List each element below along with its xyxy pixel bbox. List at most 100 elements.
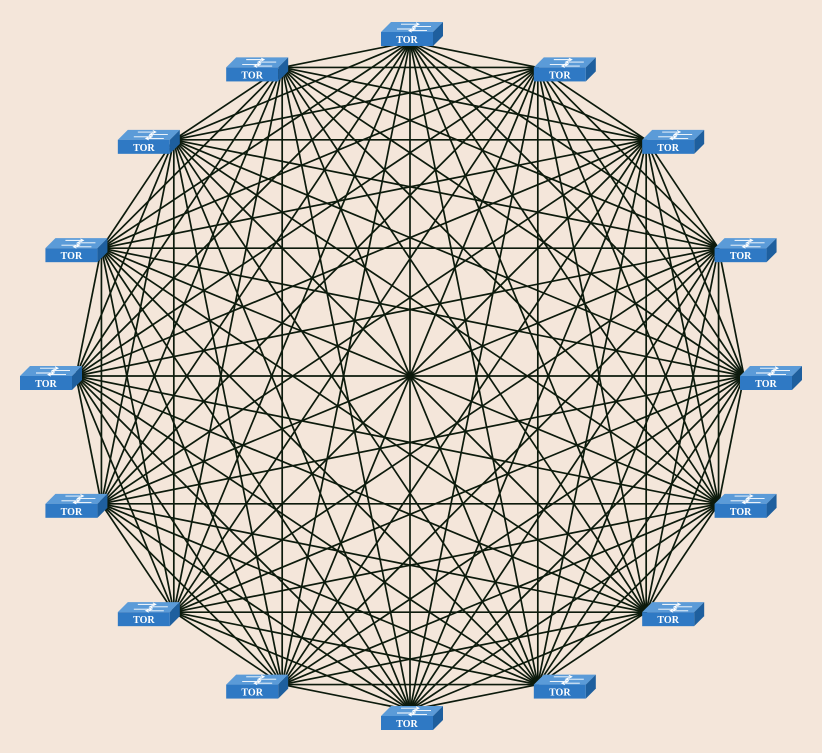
switch-arrow-icon (61, 243, 81, 248)
tor-switch-icon: TOR (740, 366, 802, 390)
switch-arrow-icon (553, 674, 573, 679)
tor-switch-icon: TOR (714, 493, 777, 518)
switch-side-face (433, 22, 443, 46)
tor-switch-icon: TOR (45, 238, 108, 263)
switch-front-face (381, 32, 433, 46)
switch-arrow-icon (407, 28, 427, 33)
switch-arrow-icon (144, 136, 164, 141)
mesh-links (75, 41, 745, 711)
mesh-link (172, 139, 284, 685)
switch-arrow-icon (730, 498, 750, 503)
switch-arrow-icon (246, 57, 266, 62)
switch-top-face (714, 238, 777, 249)
mesh-link (75, 375, 175, 613)
switch-arrow-icon (407, 712, 427, 717)
switch-arrow-icon (397, 27, 417, 31)
switch-arrow-icon (411, 708, 431, 713)
mesh-link (75, 375, 647, 613)
mesh-link (282, 66, 647, 141)
switch-arrow-icon (766, 372, 786, 377)
switch-top-face (533, 57, 596, 68)
mesh-link (100, 503, 411, 711)
switch-arrow-icon (756, 371, 776, 375)
mesh-link (281, 67, 539, 685)
tor-switches: TORTORTORTORTORTORTORTORTORTORTORTORTORT… (20, 22, 802, 730)
switch-top-face (117, 602, 180, 613)
switch-arrow-icon (760, 366, 780, 371)
switch-top-face (714, 493, 777, 504)
switch-arrow-icon (770, 368, 790, 373)
switch-front-face (226, 684, 279, 699)
switch-arrow-icon (257, 677, 277, 682)
switch-arrow-icon (76, 240, 96, 245)
switch-arrow-icon (673, 604, 693, 609)
switch-arrow-icon (658, 134, 678, 139)
mesh-link (100, 247, 283, 685)
switch-front-face (117, 612, 170, 627)
switch-top-face (226, 57, 289, 68)
mesh-link (537, 375, 745, 686)
switch-top-face (642, 602, 705, 613)
switch-arrow-icon (553, 57, 573, 62)
switch-front-face (226, 67, 279, 82)
switch-front-face (45, 248, 98, 263)
mesh-link (100, 503, 175, 613)
switch-arrow-icon (658, 607, 678, 612)
switch-arrow-icon (133, 134, 153, 139)
mesh-link (173, 139, 720, 505)
switch-arrow-icon (50, 368, 70, 373)
mesh-link (100, 247, 647, 613)
switch-arrow-icon (46, 372, 66, 377)
mesh-link (100, 67, 283, 505)
switch-arrow-icon (745, 496, 765, 501)
switch-arrow-icon (76, 496, 96, 501)
switch-arrow-icon (242, 679, 262, 684)
mesh-link (173, 611, 538, 686)
switch-top-face (20, 366, 82, 376)
mesh-link (409, 41, 720, 249)
mesh-link (100, 503, 283, 686)
mesh-link (537, 611, 647, 686)
mesh-link (75, 247, 719, 377)
tor-switch-icon: TOR (117, 129, 180, 154)
mesh-link (717, 375, 745, 504)
switch-side-face (585, 674, 596, 699)
switch-arrow-icon (669, 136, 689, 141)
switch-arrow-icon (401, 706, 421, 711)
mesh-link (645, 248, 720, 613)
tor-switch-icon: TOR (45, 493, 108, 518)
mesh-link (409, 41, 538, 69)
switch-arrow-icon (36, 371, 56, 375)
mesh-link (100, 139, 175, 504)
switch-side-face (169, 602, 180, 627)
switch-arrow-icon (673, 132, 693, 137)
switch-arrow-icon (133, 607, 153, 612)
switch-front-face (45, 503, 98, 518)
switch-side-face (766, 493, 777, 518)
switch-side-face (97, 493, 108, 518)
switch-arrow-icon (257, 60, 277, 64)
switch-side-face (433, 706, 443, 730)
switch-side-face (585, 57, 596, 82)
tor-switch-icon: TOR (642, 129, 705, 154)
mesh-link (75, 375, 283, 686)
switch-arrow-icon (741, 500, 761, 505)
mesh-link (173, 247, 720, 613)
mesh-link (281, 67, 411, 711)
switch-arrow-icon (734, 238, 754, 243)
switch-arrow-icon (564, 677, 584, 682)
mesh-link (409, 683, 538, 711)
mesh-link (282, 611, 647, 686)
tor-switch-label: TOR (549, 70, 571, 81)
mesh-link (282, 683, 411, 711)
mesh-link (75, 375, 539, 686)
switch-arrow-icon (401, 22, 421, 27)
mesh-link (281, 66, 719, 249)
tor-switch-label: TOR (755, 379, 777, 390)
switch-arrow-icon (72, 244, 92, 249)
mesh-link (282, 41, 411, 69)
switch-arrow-icon (730, 243, 750, 248)
switch-arrow-icon (148, 604, 168, 609)
switch-top-face (117, 129, 180, 140)
tor-switch-label: TOR (61, 507, 83, 518)
